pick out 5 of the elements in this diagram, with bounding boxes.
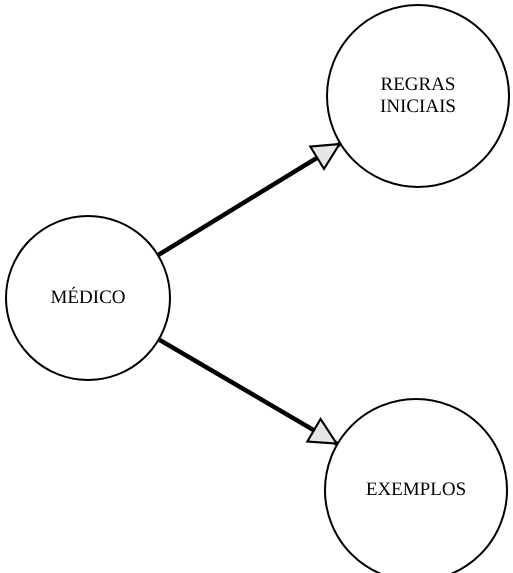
arrow <box>158 338 338 446</box>
node-label: EXEMPLOS <box>366 479 466 501</box>
node-label: MÉDICO <box>50 287 126 309</box>
arrow <box>158 142 341 257</box>
node-label: REGRAS INICIAIS <box>379 74 457 118</box>
